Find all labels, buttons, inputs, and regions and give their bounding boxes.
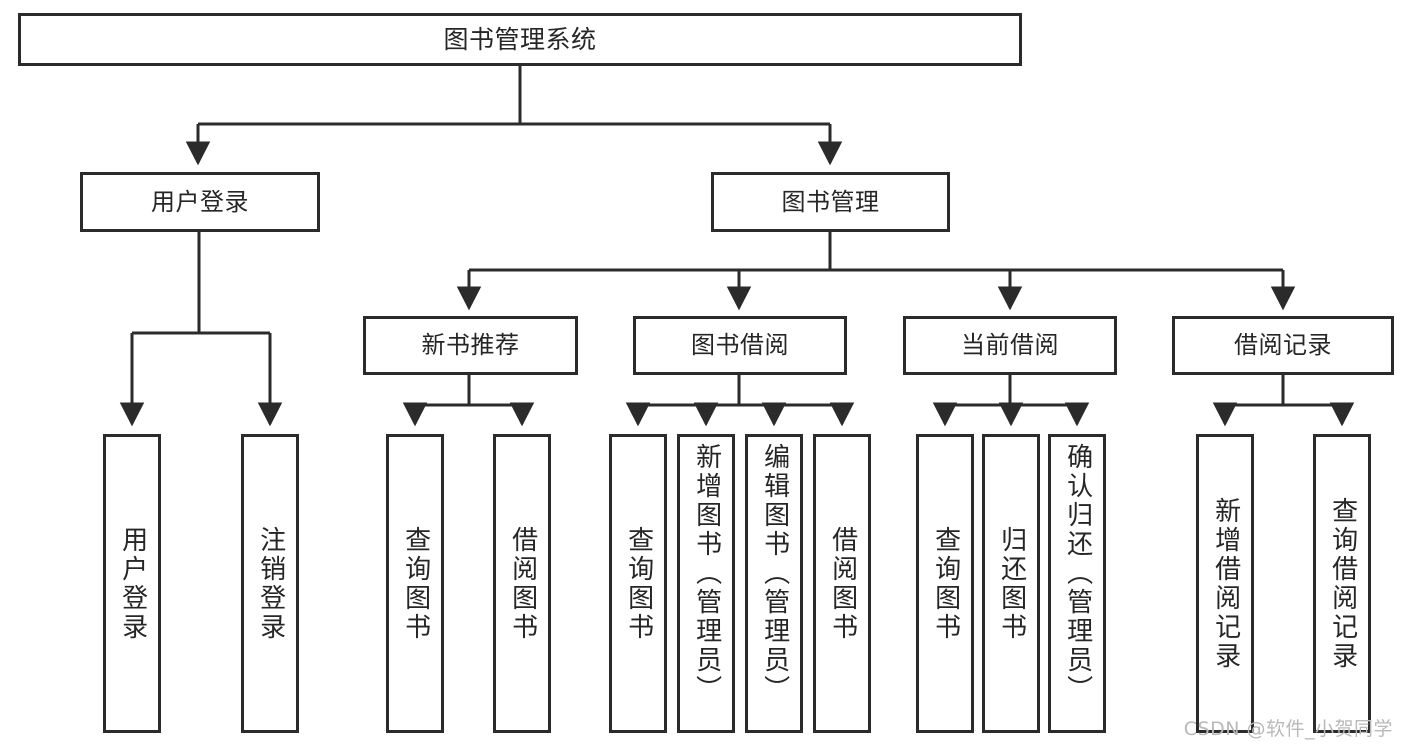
node-label: 查询借阅记录	[1327, 496, 1358, 671]
leaf-inner: 借阅图书	[496, 437, 548, 730]
node-root-book-management-system[interactable]: 图书管理系统	[18, 13, 1022, 66]
watermark-csdn: CSDN @软件_小贺同学	[1183, 718, 1393, 740]
node-label: 查询图书	[930, 525, 961, 642]
node-book-borrow[interactable]: 图书借阅	[633, 316, 847, 375]
node-label: 注销登录	[255, 525, 286, 642]
node-borrow-record[interactable]: 借阅记录	[1172, 316, 1394, 375]
node-label: 图书管理	[781, 187, 880, 216]
leaf-book-borrow-borrow-book[interactable]: 借阅图书	[813, 434, 871, 733]
leaf-borrow-record-query-record[interactable]: 查询借阅记录	[1313, 434, 1371, 733]
node-label: 用户登录	[151, 187, 249, 216]
leaf-new-book-rec-query-book[interactable]: 查询图书	[386, 434, 444, 733]
node-label: 查询图书	[400, 525, 431, 642]
node-label: 查询图书	[623, 525, 654, 642]
leaf-book-borrow-query-book[interactable]: 查询图书	[609, 434, 667, 733]
leaf-book-borrow-edit-book-admin[interactable]: 编辑图书（管理员）	[745, 434, 803, 733]
node-label: 图书管理系统	[443, 24, 597, 54]
leaf-current-borrow-confirm-return-admin[interactable]: 确认归还（管理员）	[1048, 434, 1106, 733]
node-label: 确认归还（管理员）	[1062, 443, 1093, 704]
node-label: 当前借阅	[961, 331, 1059, 360]
node-current-borrow[interactable]: 当前借阅	[903, 316, 1117, 375]
leaf-inner: 查询图书	[919, 437, 971, 730]
leaf-inner: 归还图书	[985, 437, 1037, 730]
leaf-current-borrow-return-book[interactable]: 归还图书	[982, 434, 1040, 733]
leaf-inner: 查询借阅记录	[1316, 437, 1368, 730]
node-label: 新增借阅记录	[1210, 496, 1241, 671]
leaf-inner: 查询图书	[612, 437, 664, 730]
leaf-inner: 借阅图书	[816, 437, 868, 730]
leaf-inner: 确认归还（管理员）	[1051, 437, 1103, 736]
leaf-current-borrow-query-book[interactable]: 查询图书	[916, 434, 974, 733]
leaf-inner: 用户登录	[106, 437, 158, 730]
leaf-borrow-record-add-record[interactable]: 新增借阅记录	[1196, 434, 1254, 733]
node-label: 用户登录	[117, 525, 148, 642]
leaf-book-borrow-add-book-admin[interactable]: 新增图书（管理员）	[677, 434, 735, 733]
leaf-new-book-rec-borrow-book[interactable]: 借阅图书	[493, 434, 551, 733]
node-new-book-recommendation[interactable]: 新书推荐	[363, 316, 578, 375]
node-label: 借阅记录	[1234, 331, 1332, 360]
leaf-inner: 注销登录	[244, 437, 296, 730]
leaf-inner: 查询图书	[389, 437, 441, 730]
node-label: 借阅图书	[507, 525, 538, 642]
leaf-inner: 新增图书（管理员）	[680, 437, 732, 736]
leaf-user-login-logout[interactable]: 注销登录	[241, 434, 299, 733]
node-label: 新书推荐	[421, 331, 520, 360]
leaf-inner: 新增借阅记录	[1199, 437, 1251, 730]
node-label: 图书借阅	[691, 331, 789, 360]
node-label: 归还图书	[996, 525, 1027, 642]
leaf-user-login-login[interactable]: 用户登录	[103, 434, 161, 733]
node-label: 编辑图书（管理员）	[759, 443, 790, 704]
leaf-inner: 编辑图书（管理员）	[748, 437, 800, 736]
node-label: 新增图书（管理员）	[691, 443, 722, 704]
node-user-login[interactable]: 用户登录	[80, 172, 320, 232]
node-book-management[interactable]: 图书管理	[711, 172, 950, 232]
node-label: 借阅图书	[827, 525, 858, 642]
